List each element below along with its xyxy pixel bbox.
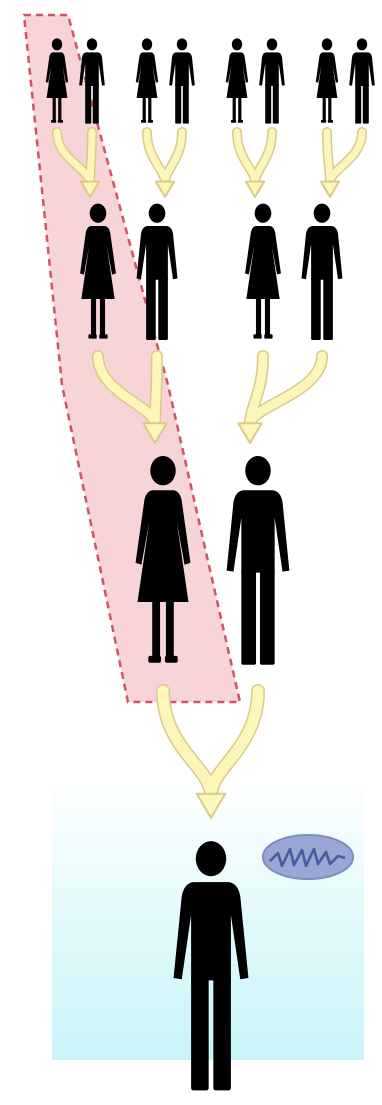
generation-2-male-2-figure	[302, 204, 343, 340]
arrow-gen1-to-gen2-2	[147, 132, 182, 197]
generation-3-male-1-figure	[227, 456, 290, 665]
maternal-lineage-highlight	[24, 15, 240, 702]
generation-1-female-2-figure	[136, 38, 158, 122]
generation-1-male-2-figure	[169, 38, 195, 123]
arrow-gen2-to-gen3-2	[238, 356, 322, 443]
generation-2-female-2-figure	[245, 204, 281, 339]
arrow-gen1-to-gen2-4	[321, 132, 362, 197]
generation-1-female-3-figure	[226, 38, 248, 122]
arrow-gen1-to-gen2-3	[237, 132, 272, 197]
mitochondrion-icon	[263, 835, 353, 879]
generation-1-female-4-figure	[316, 38, 338, 122]
generation-1-male-4-figure	[349, 38, 375, 123]
generation-1-male-3-figure	[259, 38, 285, 123]
